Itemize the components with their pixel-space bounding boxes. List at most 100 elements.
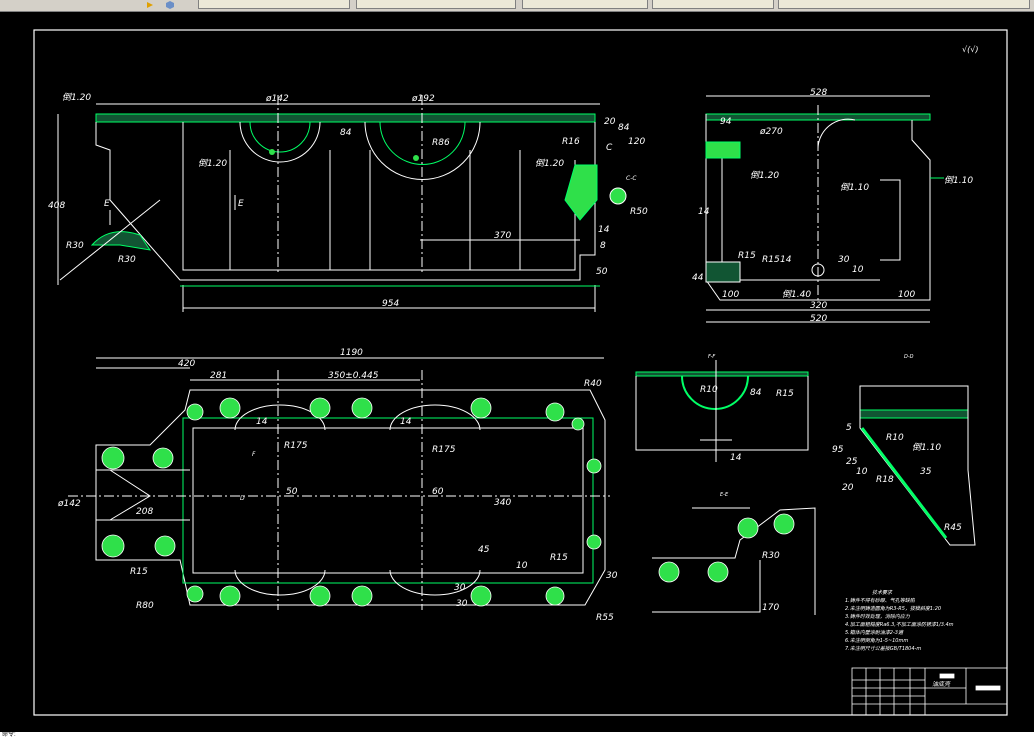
toolbar-tab-2[interactable] (356, 0, 516, 9)
label-10: 10 (516, 561, 528, 571)
label-chamfer: 倒1.20 (62, 92, 91, 103)
label-30c: 30 (606, 571, 618, 581)
label-170: 170 (762, 603, 779, 613)
note-line: 1.铸件不得有砂眼、气孔等缺陷 (845, 597, 916, 604)
label-45: 45 (478, 545, 490, 555)
label-95: 95 (832, 445, 844, 455)
notes-title: 技术要求 (872, 589, 893, 596)
label-281: 281 (210, 371, 227, 381)
title-block-name: 油底壳 (932, 680, 951, 688)
label-r15a: R15 (738, 251, 756, 261)
detail-e-view (652, 507, 816, 615)
side-view-labels: 528 94 ø270 倒1.20 倒1.10 倒1.10 14 R15 R15… (692, 88, 973, 324)
detail-d-labels: D-D 5 R10 倒1.10 95 25 10 R18 35 20 R45 (832, 354, 962, 533)
label-r30: R30 (66, 241, 84, 251)
label-chamfer-2: 倒1.20 (535, 158, 564, 169)
label-title-f: F-F (708, 354, 715, 360)
label-8: 8 (600, 241, 606, 251)
label-section-e: E (104, 199, 110, 209)
label-r16: R16 (562, 137, 580, 147)
detail-f-labels: F-F R10 84 R15 14 (700, 354, 794, 463)
label-84b: 84 (618, 123, 630, 133)
label-14: 14 (698, 207, 710, 217)
label-954: 954 (382, 299, 399, 309)
label-420: 420 (178, 359, 195, 369)
label-350: 350±0.445 (328, 371, 379, 381)
plan-view-labels: 1190 420 281 350±0.445 R40 14 R175 14 R1… (57, 348, 618, 623)
detail-e-holes (658, 513, 795, 583)
label-chamfer: 倒1.10 (912, 442, 941, 453)
label-r18: R18 (876, 475, 894, 485)
label-35: 35 (920, 467, 932, 477)
label-r175a: R175 (284, 441, 308, 451)
label-chamfer-c: 倒1.10 (944, 175, 973, 186)
arrow-icon[interactable] (146, 1, 154, 9)
label-r10: R10 (886, 433, 904, 443)
label-20: 20 (604, 117, 616, 127)
label-1190: 1190 (340, 348, 363, 358)
toolbar-tab-1[interactable] (198, 0, 350, 9)
technical-notes: 技术要求 1.铸件不得有砂眼、气孔等缺陷 2.未注明铸造圆角为R3-R5，拔模斜… (845, 589, 954, 652)
label-r50: R50 (630, 207, 648, 217)
detail-e-labels: E-E R30 170 (720, 492, 780, 613)
label-120: 120 (628, 137, 645, 147)
label-dia-192: ø192 (411, 94, 435, 104)
label-340: 340 (494, 498, 511, 508)
label-10: 10 (852, 265, 864, 275)
detail-d-view (859, 385, 976, 546)
label-r45: R45 (944, 523, 962, 533)
status-bar: 命令: (0, 732, 1034, 738)
label-chamfer-1: 倒1.20 (198, 158, 227, 169)
label-14: 14 (730, 453, 742, 463)
label-r80: R80 (136, 601, 154, 611)
cube-icon[interactable] (166, 1, 174, 9)
side-view (705, 95, 944, 323)
top-view-labels: 倒1.20 ø142 ø192 84 R86 R16 20 84 120 倒1.… (48, 92, 648, 309)
label-r175b: R175 (432, 445, 456, 455)
note-line: 5.箱体内壁涂耐油漆2-3遍 (845, 629, 904, 636)
label-320: 320 (810, 301, 827, 311)
plan-view (68, 357, 610, 610)
toolbar (0, 0, 1034, 12)
label-14b: 14 (780, 255, 792, 265)
toolbar-tab-4[interactable] (652, 0, 774, 9)
label-title-e: E-E (720, 492, 729, 498)
label-14: 14 (598, 225, 610, 235)
label-r55: R55 (596, 613, 614, 623)
label-30b: 30 (456, 599, 468, 609)
label-44: 44 (692, 273, 704, 283)
label-dia-142: ø142 (265, 94, 289, 104)
plan-bolt-holes (101, 397, 602, 607)
label-chamfer-a: 倒1.20 (750, 170, 779, 181)
label-14b: 14 (400, 417, 412, 427)
label-30a: 30 (454, 583, 466, 593)
label-25: 25 (846, 457, 858, 467)
label-100-right: 100 (898, 290, 915, 300)
top-view (57, 95, 627, 312)
label-dia-142: ø142 (57, 499, 81, 509)
label-dia-270: ø270 (759, 127, 783, 137)
label-r86: R86 (432, 138, 450, 148)
toolbar-tab-3[interactable] (522, 0, 648, 9)
label-50: 50 (286, 487, 298, 497)
label-r15a: R15 (130, 567, 148, 577)
label-chamfer-d: 倒1.40 (782, 289, 811, 300)
toolbar-tab-5[interactable] (778, 0, 1030, 9)
label-50: 50 (596, 267, 608, 277)
label-section-e2: E (238, 199, 244, 209)
label-r40: R40 (584, 379, 602, 389)
label-408: 408 (48, 201, 65, 211)
title-block (851, 667, 1008, 716)
label-sec-d: D (240, 495, 245, 502)
label-r15: R15 (776, 389, 794, 399)
label-84: 84 (340, 128, 352, 138)
label-chamfer-b: 倒1.10 (840, 182, 869, 193)
label-r15b: R15 (762, 255, 780, 265)
label-title-d: D-D (904, 354, 914, 360)
label-30: 30 (838, 255, 850, 265)
label-20: 20 (842, 483, 854, 493)
label-520: 520 (810, 314, 827, 324)
label-10: 10 (856, 467, 868, 477)
roughness-symbol: √(√) (962, 45, 978, 54)
